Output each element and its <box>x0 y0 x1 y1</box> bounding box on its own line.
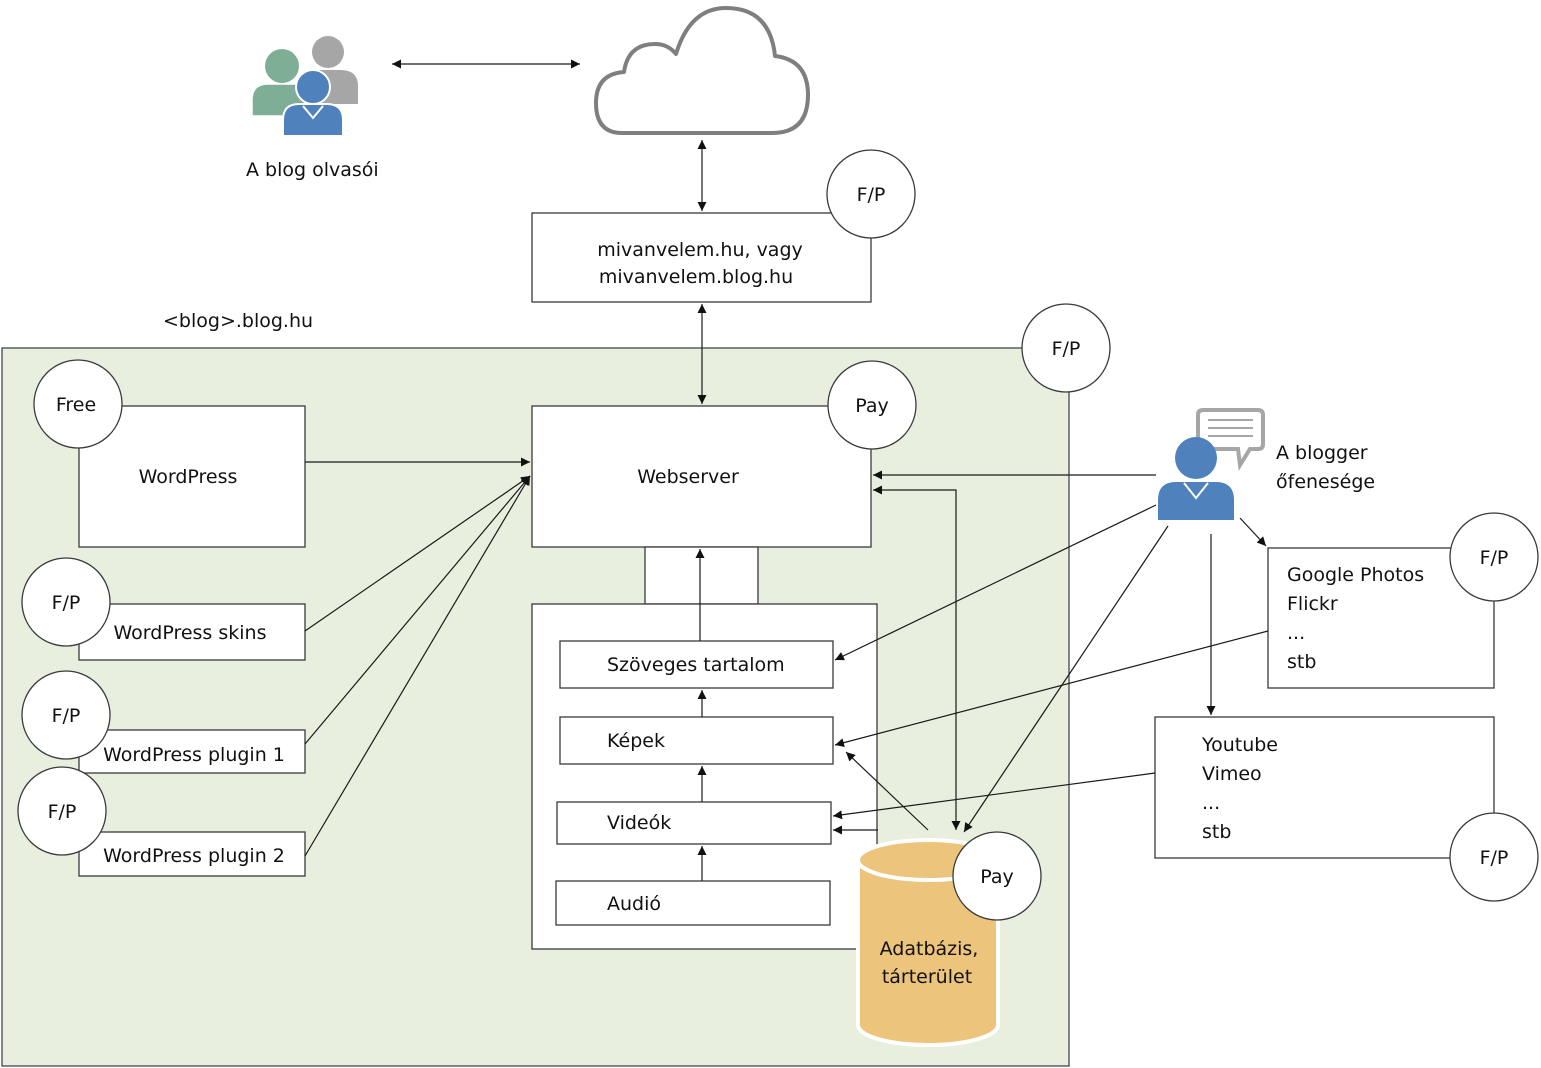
content-images-box <box>559 716 834 765</box>
domain-line-2: mivanvelem.blog.hu <box>599 266 793 288</box>
database-line-2: tárterület <box>882 966 972 988</box>
wordpress-free-badge <box>33 359 123 449</box>
domain-fp-badge-label: F/P <box>857 184 886 206</box>
wordpress-free-badge-label: Free <box>56 394 96 416</box>
wordpress-box <box>78 405 306 548</box>
readers-label: A blog olvasói <box>246 159 379 181</box>
video-service-3: ... <box>1202 792 1220 814</box>
blog-area-label: <blog>.blog.hu <box>163 310 313 332</box>
database-pay-badge-label: Pay <box>980 866 1014 888</box>
blogger-to-photo-services-arrow <box>1239 517 1267 547</box>
database-webserver-connector <box>873 485 961 830</box>
blogger-line-2: őfenesége <box>1276 471 1375 493</box>
blogger-to-text-arrow <box>834 504 1157 661</box>
plugin1-box <box>78 729 306 774</box>
blogger-to-database-arrow <box>963 525 1169 833</box>
photo-service-2: Flickr <box>1287 593 1338 615</box>
plugin1-fp-badge-label: F/P <box>52 705 81 727</box>
person-with-speech-bubble-icon <box>1158 408 1265 520</box>
video-services-box <box>1154 716 1495 859</box>
photo-service-4: stb <box>1287 651 1316 673</box>
skins-label: WordPress skins <box>113 622 266 644</box>
plugin2-fp-badge <box>17 766 107 856</box>
webserver-pay-badge <box>827 360 917 450</box>
photo-service-3: ... <box>1287 622 1305 644</box>
content-audio-box <box>555 880 831 926</box>
plugin2-to-webserver-arrow <box>304 475 531 857</box>
domain-fp-badge <box>826 149 916 239</box>
domain-box <box>531 212 872 303</box>
content-images-label: Képek <box>607 730 665 752</box>
database-to-images-arrow <box>845 751 929 831</box>
content-text-box <box>559 640 834 689</box>
plugin2-box <box>78 831 306 877</box>
blog-area-fp-badge <box>1021 303 1111 393</box>
video-service-2: Vimeo <box>1202 763 1262 785</box>
plugin2-label: WordPress plugin 2 <box>103 845 285 867</box>
plugin1-to-webserver-arrow <box>304 475 531 745</box>
database-pay-badge <box>952 831 1042 921</box>
people-group-icon <box>251 36 358 137</box>
skins-box <box>78 603 306 661</box>
plugin1-label: WordPress plugin 1 <box>103 744 285 766</box>
video-services-to-videos-arrow <box>832 772 1156 820</box>
content-videos-label: Videók <box>607 812 671 834</box>
cloud-icon <box>594 6 810 135</box>
video-service-4: stb <box>1202 821 1231 843</box>
webserver-label: Webserver <box>637 466 739 488</box>
content-text-label: Szöveges tartalom <box>607 654 785 676</box>
skins-fp-badge <box>21 557 111 647</box>
photo-service-1: Google Photos <box>1287 564 1424 586</box>
video-service-1: Youtube <box>1201 734 1278 756</box>
skins-fp-badge-label: F/P <box>52 592 81 614</box>
video-services-fp-badge <box>1449 812 1539 902</box>
domain-line-1: mivanvelem.hu, vagy <box>597 239 803 261</box>
photo-services-fp-badge <box>1449 512 1539 602</box>
blogger-line-1: A blogger <box>1276 442 1368 464</box>
content-audio-label: Audió <box>607 893 661 915</box>
blog-area-fp-badge-label: F/P <box>1052 338 1081 360</box>
skins-to-webserver-arrow <box>304 475 531 632</box>
webserver-content-stub <box>644 546 759 605</box>
content-videos-box <box>556 801 832 845</box>
wordpress-label: WordPress <box>139 466 238 488</box>
plugin1-fp-badge <box>21 670 111 760</box>
database-line-1: Adatbázis, <box>880 938 979 960</box>
video-services-fp-badge-label: F/P <box>1480 847 1509 869</box>
plugin2-fp-badge-label: F/P <box>48 801 77 823</box>
photo-services-fp-badge-label: F/P <box>1480 547 1509 569</box>
photo-services-to-images-arrow <box>834 630 1269 748</box>
webserver-pay-badge-label: Pay <box>855 395 889 417</box>
